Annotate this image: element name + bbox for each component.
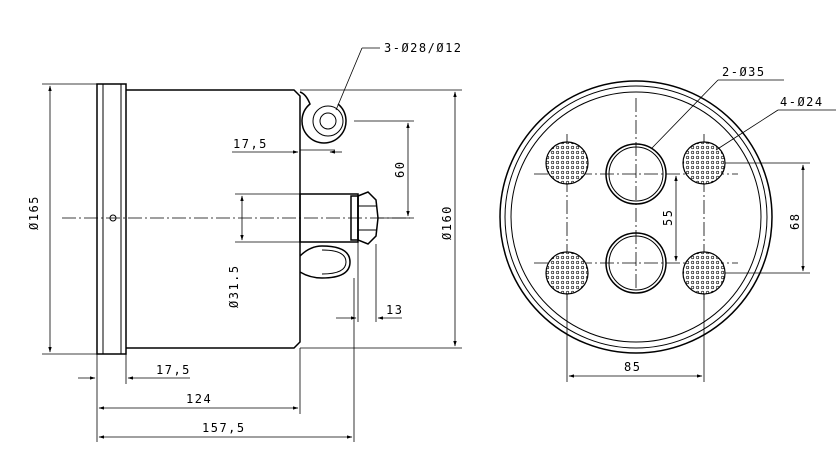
dim-124: 124	[186, 392, 212, 406]
mesh-filter-tl	[545, 141, 589, 185]
dim-85: 85	[624, 360, 641, 374]
mesh-filter-bl	[545, 251, 589, 295]
dim-ports-label: 2-Ø35	[722, 65, 766, 79]
dim-diameter-31-5: Ø31.5	[227, 264, 241, 308]
dim-diameter-160: Ø160	[440, 205, 454, 240]
dim-diameter-165: Ø165	[27, 195, 41, 230]
mesh-filter-br	[682, 251, 726, 295]
cylinder-body	[126, 89, 301, 349]
dim-157-5: 157,5	[202, 421, 246, 435]
dim-17-5-bottom: 17,5	[156, 363, 191, 377]
port-bottom	[605, 232, 667, 294]
end-view: 2-Ø35 4-Ø24 55 68 85	[499, 65, 836, 382]
dim-68: 68	[788, 213, 802, 230]
dim-holes-label: 3-Ø28/Ø12	[384, 41, 463, 55]
dim-60: 60	[393, 161, 407, 178]
port-top	[605, 143, 667, 205]
outer-rim	[499, 80, 773, 354]
front-flange	[96, 83, 127, 355]
dim-mesh-label: 4-Ø24	[780, 95, 824, 109]
dim-17-5-top: 17,5	[233, 137, 268, 151]
side-view: Ø165 Ø160 60 17,5 Ø31.5 13 3-Ø28/Ø12	[27, 41, 463, 442]
dim-55: 55	[661, 209, 675, 226]
dim-13: 13	[386, 303, 403, 317]
mounting-lug-top	[299, 91, 347, 151]
mounting-lug-bottom	[299, 245, 351, 279]
